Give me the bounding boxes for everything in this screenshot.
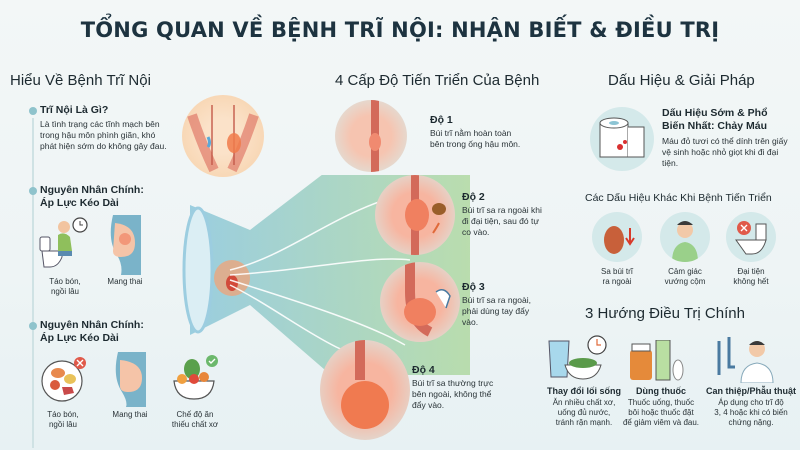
stage-3-image	[380, 262, 460, 342]
vegetable-bowl-icon	[170, 355, 220, 403]
cause1-item-label: Mang thai	[107, 277, 143, 286]
stage-2-image	[375, 175, 455, 255]
stage-2-title: Độ 2	[462, 191, 485, 203]
cause1-title-1: Nguyên Nhân Chính:	[40, 184, 144, 196]
stages-heading: 4 Cấp Độ Tiến Triển Của Bệnh	[335, 72, 540, 89]
cause2-title-1: Nguyên Nhân Chính:	[40, 319, 144, 331]
anatomy-overview-image	[182, 95, 264, 177]
unhealthy-food-icon	[40, 355, 88, 403]
cause2-item-label: Mang thai	[112, 410, 148, 419]
prolapse-icon	[592, 212, 642, 262]
signs-heading: Dấu Hiệu & Giải Pháp	[608, 72, 755, 89]
what-title: Trĩ Nội Là Gì?	[40, 104, 109, 116]
discomfort-person-icon	[660, 212, 710, 262]
treatment-heading: 3 Hướng Điều Trị Chính	[585, 305, 745, 322]
cause1-title-2: Áp Lực Kéo Dài	[40, 197, 119, 209]
toilet-constipation-icon	[38, 215, 88, 275]
stage-4-title: Độ 4	[412, 364, 435, 376]
bullet-dot	[29, 322, 37, 330]
doctor-surgery-icon	[715, 335, 775, 384]
bullet-dot	[29, 107, 37, 115]
other-signs-heading: Các Dấu Hiệu Khác Khi Bệnh Tiến Triển	[585, 192, 772, 204]
page-title: TỔNG QUAN VỀ BỆNH TRĨ NỘI: NHẬN BIẾT & Đ…	[80, 18, 720, 42]
what-body: Là tình trạng các tĩnh mạch bên trong hậ…	[40, 119, 167, 151]
treatment-lifestyle: Thay đổi lối sống Ăn nhiều chất xơ,uống …	[547, 386, 621, 427]
early-sign-body: Máu đỏ tươi có thể dính trên giấy vệ sin…	[662, 136, 788, 168]
bullet-dot	[29, 187, 37, 195]
water-salad-clock-icon	[545, 335, 610, 383]
cause1-item-label: Táo bón,ngồi lâu	[49, 277, 81, 296]
timeline-line	[32, 118, 34, 448]
stage-4-image	[320, 340, 410, 440]
toilet-incomplete-icon	[726, 212, 776, 262]
stage-1-title: Độ 1	[430, 114, 453, 126]
medicine-icon	[628, 339, 688, 382]
stage-3-title: Độ 3	[462, 281, 485, 293]
stage-1-image	[335, 100, 407, 172]
cause2-title-2: Áp Lực Kéo Dài	[40, 332, 119, 344]
pregnancy-icon	[105, 215, 145, 275]
pregnancy-icon	[110, 352, 150, 407]
toilet-paper-blood-icon	[590, 107, 654, 171]
left-heading: Hiểu Về Bệnh Trĩ Nội	[10, 72, 151, 89]
cause2-item-label: Táo bón,ngồi lâu	[47, 410, 79, 429]
